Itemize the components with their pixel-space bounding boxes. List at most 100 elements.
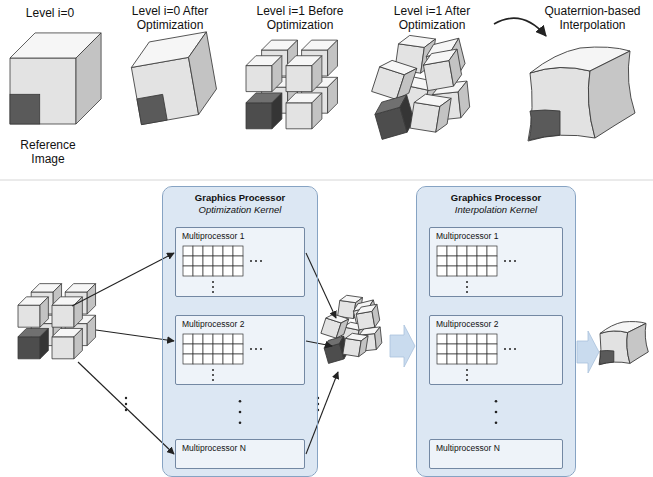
multiprocessor-label: Multiprocessor 1 [430,228,562,242]
cube-face [40,297,48,327]
ellipsis-dot [212,281,214,283]
thread-cell [203,266,213,276]
multiprocessor-label: Multiprocessor 2 [176,316,304,330]
cube-face [359,335,368,358]
dark-cube [246,93,282,129]
thread-cell [437,334,447,344]
cube [355,304,381,330]
cube-face [272,56,282,92]
cube [410,93,451,134]
thread-cell [447,344,457,354]
figure-label: Level i=1 Before Optimization [240,4,360,32]
ellipsis-dot [466,374,468,376]
thread-cell [193,246,203,256]
kernel-name: Interpolation Kernel [417,204,575,216]
thread-cell [487,354,497,364]
cube [52,297,82,327]
thread-cell [213,266,223,276]
cube-face [423,61,453,91]
ellipsis-dot [260,260,262,262]
thread-cell [183,344,193,354]
ellipsis-dot [466,369,468,371]
cube-face [328,77,338,113]
thread-cell [467,334,477,344]
illustration [0,18,653,454]
interpolated-shape [528,47,635,141]
thread-cell [233,344,243,354]
cube [52,328,82,358]
multiprocessor-label: Multiprocessor 1 [176,228,304,242]
cube-face [410,102,440,132]
cube-face [131,57,198,124]
cube-face [312,56,322,92]
shape-face [600,351,614,365]
thread-cell [213,256,223,266]
thread-cell [447,246,457,256]
thread-cell [193,344,203,354]
cube-face [436,97,451,134]
cube-face [246,66,272,92]
thread-cell [233,334,243,344]
cube-face [343,338,361,356]
cube-face [286,103,312,129]
thread-cell [203,334,213,344]
ellipsis-dot [255,260,257,262]
output-arrow [306,253,336,318]
multiprocessor-box: Multiprocessor 1 [175,227,305,297]
cube-face [76,33,101,124]
thread-cell [223,354,233,364]
thread-cell [233,354,243,364]
thread-cell [467,246,477,256]
ellipsis-dot [212,286,214,288]
shape-face [528,67,595,141]
ellipsis-dot [212,374,214,376]
ellipsis-dot [495,400,498,403]
output-arrow [306,341,332,346]
cube-face [18,305,40,327]
ellipsis-dot [125,403,127,405]
dark-cube [18,328,48,358]
thread-cell [193,266,203,276]
kernel-name: Optimization Kernel [163,204,317,216]
multiprocessor-label: Multiprocessor N [176,440,304,454]
cube-face [272,93,282,129]
cube-face [10,58,76,124]
thread-cell [457,256,467,266]
dark-cube [372,95,416,139]
ellipsis-dot [509,348,511,350]
multiprocessor-box: Multiprocessor N [175,439,305,469]
ellipsis-dot [239,411,242,414]
thread-cell [213,354,223,364]
thread-cell [467,344,477,354]
processor-box: Multiprocessor 1Multiprocessor 2Multipro… [416,186,576,477]
shape-face [588,51,635,138]
ellipsis-dot [239,400,242,403]
thread-cell [203,246,213,256]
processor-fill [417,187,575,476]
ellipsis-dot [212,379,214,381]
input-arrow [72,253,174,306]
thread-cell [183,354,193,364]
thread-cell [477,256,487,266]
thread-cell [223,334,233,344]
ellipsis-dot [466,291,468,293]
thread-cell [193,334,203,344]
ellipsis-dot [509,260,511,262]
ellipsis-dot [495,411,498,414]
multiprocessor-box: Multiprocessor N [429,439,563,469]
cube-face [18,337,40,359]
thread-cell [457,354,467,364]
thread-cell [487,256,497,266]
reference-patch [10,94,40,124]
processor-title: Graphics Processor [417,187,575,204]
input-arrow [78,362,174,454]
thread-cell [437,246,447,256]
thread-cell [183,266,193,276]
ellipsis-dot [466,286,468,288]
thread-cell [233,266,243,276]
cube-face [356,311,375,330]
cube [246,56,282,92]
thread-cell [213,334,223,344]
thread-cell [183,246,193,256]
thread-cell [487,266,497,276]
